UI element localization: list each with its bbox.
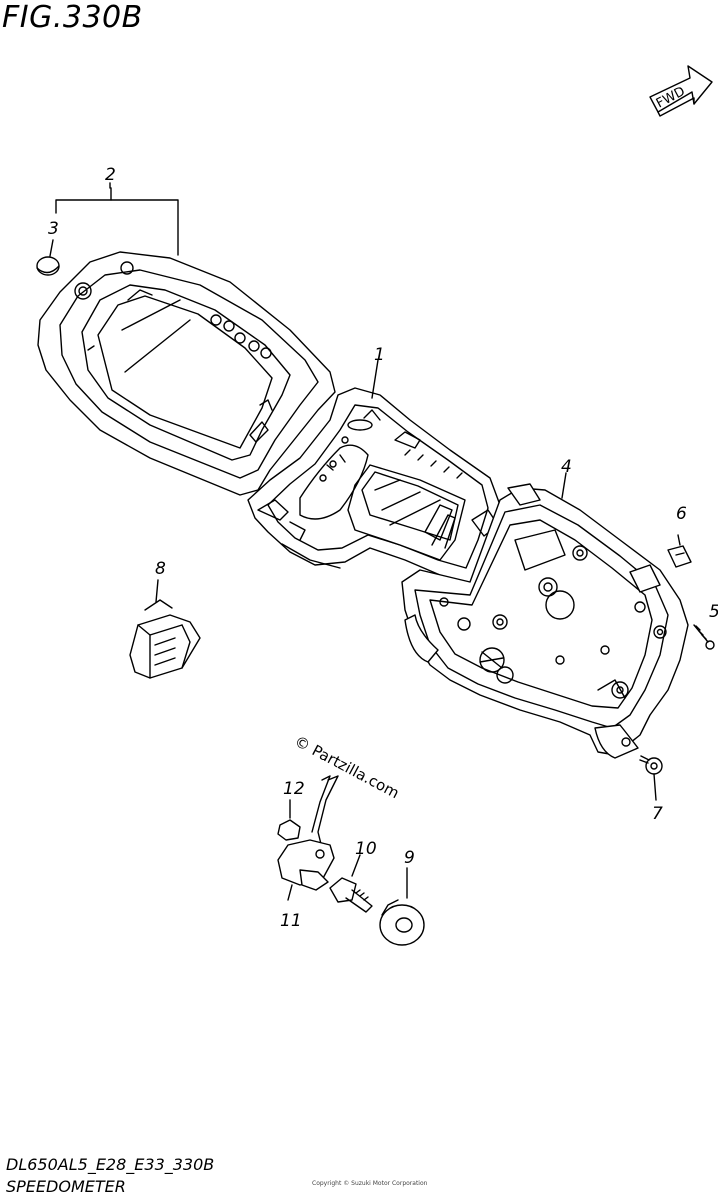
bolt-part-12 bbox=[278, 800, 300, 840]
lower-case-part-4 bbox=[402, 484, 688, 758]
callout-7: 7 bbox=[652, 804, 663, 824]
callout-12: 12 bbox=[283, 779, 305, 799]
fine-print: Copyright © Suzuki Motor Corporation bbox=[312, 1180, 428, 1187]
sensor-part-11 bbox=[278, 776, 338, 900]
bolt-part-7 bbox=[640, 756, 662, 800]
section-name: SPEEDOMETER bbox=[6, 1177, 126, 1196]
callout-9: 9 bbox=[404, 848, 415, 868]
callout-2: 2 bbox=[105, 165, 116, 185]
bolt-part-10 bbox=[330, 855, 372, 912]
clip-part-6 bbox=[668, 535, 691, 567]
rubber-cap-part-3 bbox=[37, 240, 59, 275]
bracket-2 bbox=[56, 200, 178, 255]
callout-11: 11 bbox=[280, 911, 302, 931]
model-code: DL650AL5_E28_E33_330B bbox=[6, 1155, 215, 1174]
callout-6: 6 bbox=[676, 504, 687, 524]
callout-3: 3 bbox=[48, 219, 59, 239]
fwd-arrow-icon: FWD bbox=[650, 66, 712, 116]
callout-8: 8 bbox=[155, 559, 166, 579]
callout-10: 10 bbox=[355, 839, 377, 859]
connector-part-8 bbox=[130, 580, 200, 678]
gear-part-9 bbox=[380, 868, 424, 945]
callout-5: 5 bbox=[709, 603, 718, 621]
figure-title: FIG.330B bbox=[2, 0, 143, 35]
screw-part-5 bbox=[694, 625, 714, 649]
meter-cover-part-2 bbox=[38, 252, 335, 495]
callout-1: 1 bbox=[374, 345, 385, 365]
speedometer-assembly-part-1 bbox=[248, 388, 500, 585]
callout-4: 4 bbox=[561, 457, 572, 477]
